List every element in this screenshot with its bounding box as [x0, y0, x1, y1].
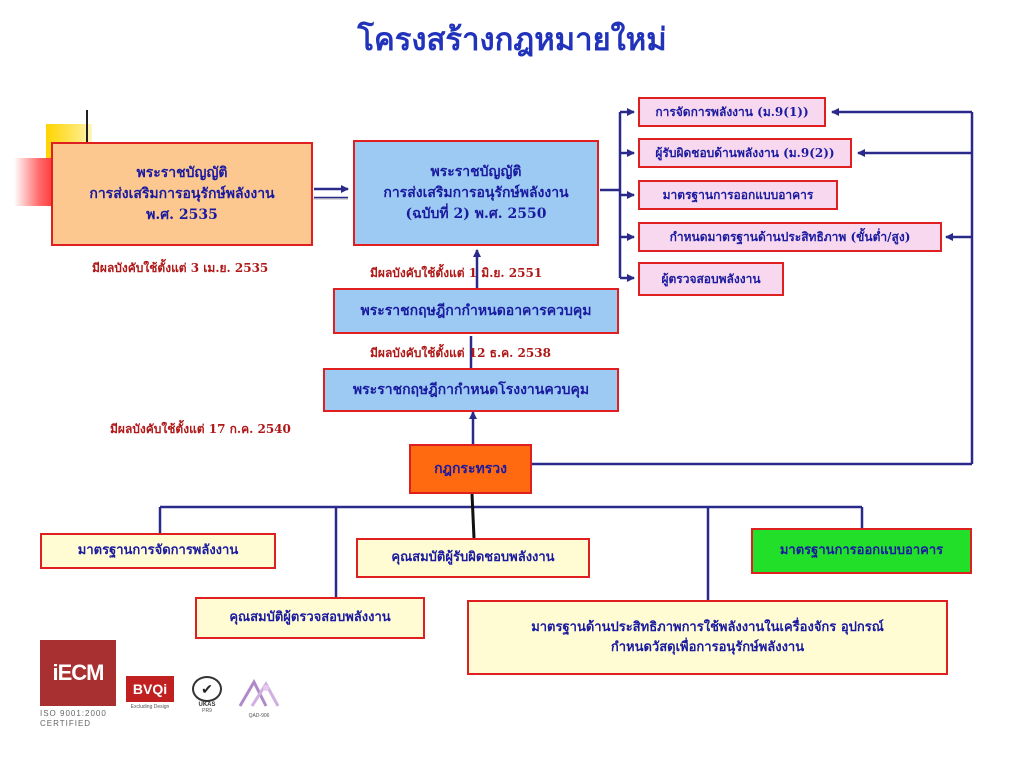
right-item-label: กำหนดมาตรฐานด้านประสิทธิภาพ (ขั้นต่ำ/สูง… [669, 230, 911, 244]
decree-factory-box: พระราชกฤษฎีกากำหนดโรงงานควบคุม [323, 368, 619, 412]
bottom-item-label: มาตรฐานการจัดการพลังงาน [77, 543, 239, 559]
decor-red-bar [14, 158, 56, 206]
act-2535-effective: มีผลบังคับใช้ตั้งแต่ 3 เม.ย. 2535 [92, 261, 269, 275]
right-item-energy-responsible: ผู้รับผิดชอบด้านพลังงาน (ม.9(2)) [638, 138, 852, 168]
right-item-building-design-standard: มาตรฐานการออกแบบอาคาร [638, 180, 838, 210]
iecm-logo-text: iECM [52, 660, 105, 685]
bvqi-logo-text: BVQi [132, 681, 168, 697]
qad-logo: QAD-906 [234, 678, 284, 720]
act-2535-line-3: พ.ศ. 2535 [146, 206, 218, 223]
act-2550-line-1: พระราชบัญญัติ [430, 163, 522, 180]
iso-line-1: ISO 9001:2000 [40, 709, 107, 718]
page-title: โครงสร้างกฎหมายใหม่ [357, 22, 667, 58]
check-icon: ✔ [192, 676, 222, 702]
iso-certified-text: ISO 9001:2000 CERTIFIED [40, 709, 120, 729]
ukas-sub-text: PR9 [202, 708, 212, 714]
bottom-building-design-standard: มาตรฐานการออกแบบอาคาร [751, 528, 972, 574]
iso-line-2: CERTIFIED [40, 719, 92, 728]
right-item-label: มาตรฐานการออกแบบอาคาร [662, 188, 814, 202]
decree-factory-effective: มีผลบังคับใช้ตั้งแต่ 17 ก.ค. 2540 [110, 422, 291, 436]
qad-text: QAD-906 [248, 713, 270, 719]
ukas-logo: ✔ UKAS PR9 [190, 676, 224, 718]
qad-emblem-icon [238, 678, 280, 707]
bottom-item-label: คุณสมบัติผู้รับผิดชอบพลังงาน [391, 550, 555, 566]
right-item-label: ผู้ตรวจสอบพลังงาน [661, 272, 761, 286]
right-item-energy-management: การจัดการพลังงาน (ม.9(1)) [638, 97, 826, 127]
act-2550-line-3: (ฉบับที่ 2) พ.ศ. 2550 [405, 205, 547, 222]
right-item-label: การจัดการพลังงาน (ม.9(1)) [655, 105, 809, 119]
act-2550-effective: มีผลบังคับใช้ตั้งแต่ 1 มิ.ย. 2551 [370, 266, 543, 280]
decor-black-line [86, 110, 88, 142]
decree-building-label: พระราชกฤษฎีกากำหนดอาคารควบคุม [360, 302, 592, 319]
bottom-efficiency-standard: มาตรฐานด้านประสิทธิภาพการใช้พลังงานในเคร… [467, 600, 948, 675]
decree-building-box: พระราชกฤษฎีกากำหนดอาคารควบคุม [333, 288, 619, 334]
ministerial-regulation-box: กฎกระทรวง [409, 444, 532, 494]
bottom-responsible-qualification: คุณสมบัติผู้รับผิดชอบพลังงาน [356, 538, 590, 578]
bottom-item-label: มาตรฐานการออกแบบอาคาร [779, 543, 944, 559]
bvqi-logo: BVQi Excluding Design [126, 676, 174, 712]
act-2535-line-1: พระราชบัญญัติ [136, 164, 228, 181]
ministerial-regulation-label: กฎกระทรวง [434, 460, 507, 477]
bottom-item-line-1: มาตรฐานด้านประสิทธิภาพการใช้พลังงานในเคร… [531, 620, 884, 635]
decree-factory-label: พระราชกฤษฎีกากำหนดโรงงานควบคุม [352, 381, 590, 398]
right-item-efficiency-standard: กำหนดมาตรฐานด้านประสิทธิภาพ (ขั้นต่ำ/สูง… [638, 222, 942, 252]
right-item-energy-auditor: ผู้ตรวจสอบพลังงาน [638, 262, 784, 296]
act-2535-line-2: การส่งเสริมการอนุรักษ์พลังงาน [89, 185, 275, 202]
decree-building-effective: มีผลบังคับใช้ตั้งแต่ 12 ธ.ค. 2538 [370, 346, 551, 360]
iecm-logo: iECM [40, 640, 116, 706]
bvqi-sub-text: Excluding Design [130, 704, 170, 710]
bottom-energy-management-standard: มาตรฐานการจัดการพลังงาน [40, 533, 276, 569]
act-2550-box: พระราชบัญญัติ การส่งเสริมการอนุรักษ์พลัง… [353, 140, 599, 246]
bottom-item-line-2: กำหนดวัสดุเพื่อการอนุรักษ์พลังงาน [610, 639, 805, 655]
right-item-label: ผู้รับผิดชอบด้านพลังงาน (ม.9(2)) [655, 146, 835, 160]
act-2550-line-2: การส่งเสริมการอนุรักษ์พลังงาน [383, 184, 569, 201]
bottom-auditor-qualification: คุณสมบัติผู้ตรวจสอบพลังงาน [195, 597, 425, 639]
bottom-item-label: คุณสมบัติผู้ตรวจสอบพลังงาน [229, 610, 391, 626]
act-2535-box: พระราชบัญญัติ การส่งเสริมการอนุรักษ์พลัง… [51, 142, 313, 246]
ukas-text: UKAS [198, 702, 216, 708]
